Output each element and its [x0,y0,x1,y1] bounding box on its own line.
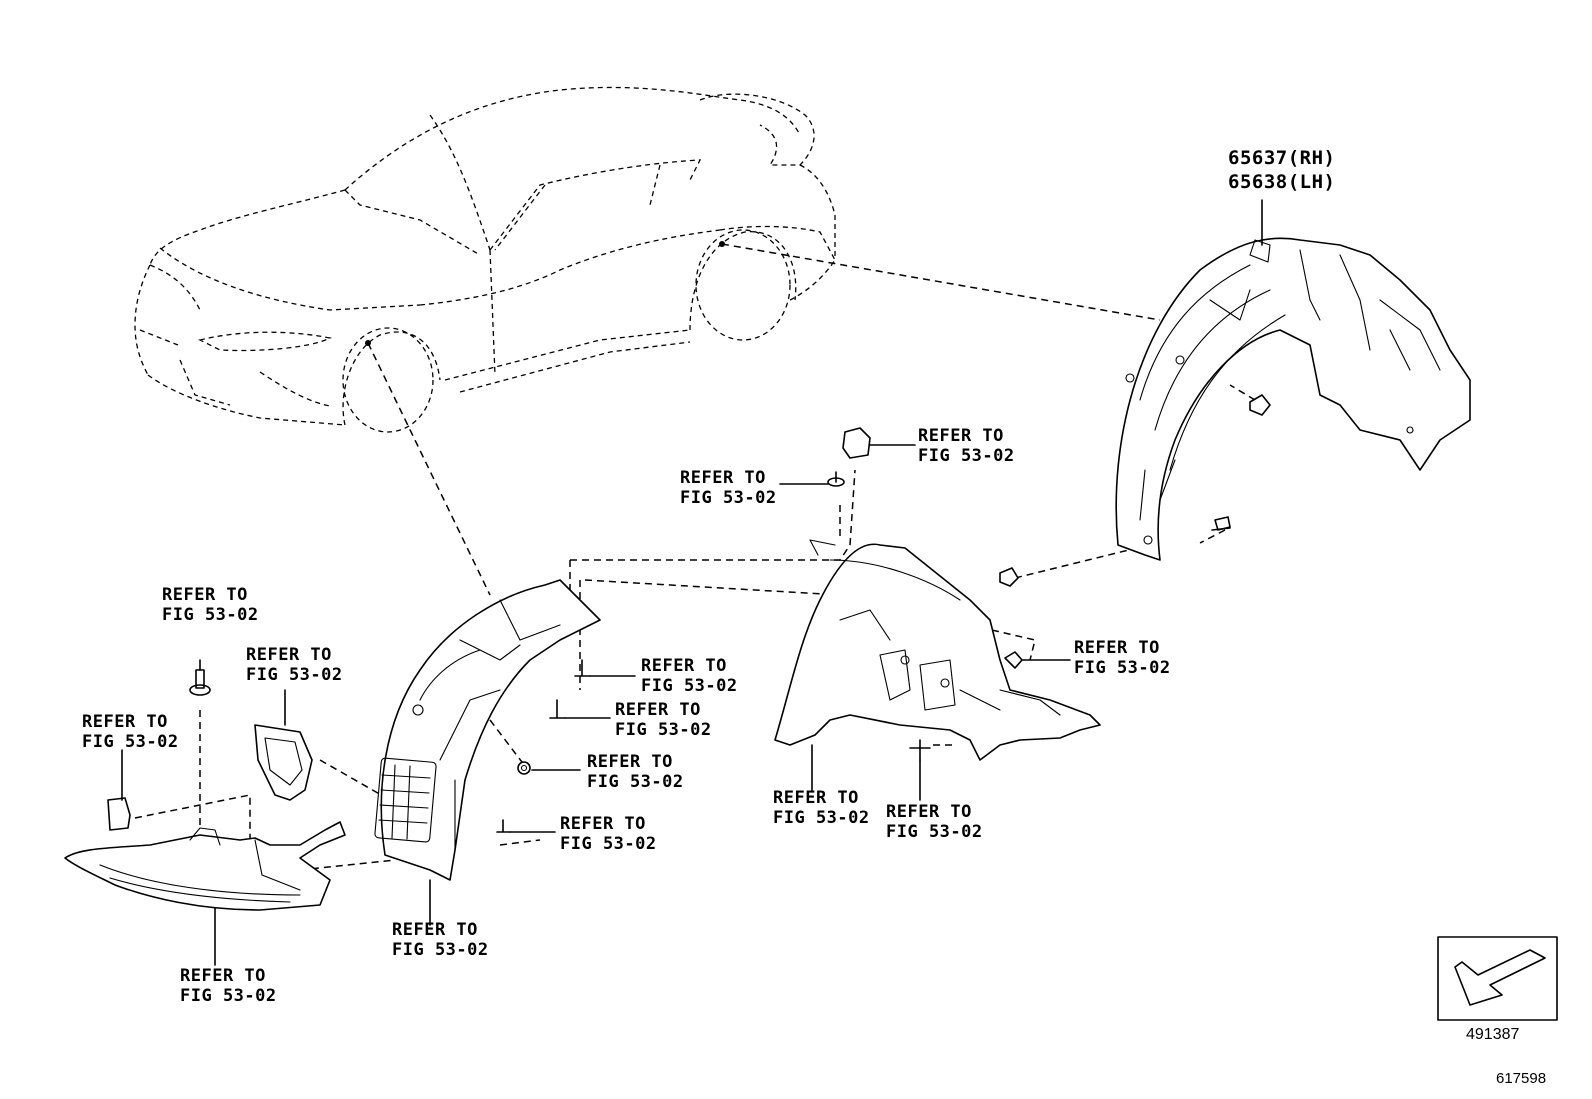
illustration-number: 491387 [1466,1026,1520,1043]
front-fender-liner-rear [774,427,1101,801]
front-under-cover [64,659,346,966]
part-number-rh: 65637(RH) [1228,147,1336,169]
front-fender-liner-front [374,579,636,926]
rear-fender-liner [1115,199,1471,561]
part-number-lh: 65638(LH) [1228,171,1336,193]
front-direction-arrow-icon [1437,936,1558,1021]
vehicle-outline [134,86,836,433]
drawing-number: 617598 [1496,1070,1547,1087]
